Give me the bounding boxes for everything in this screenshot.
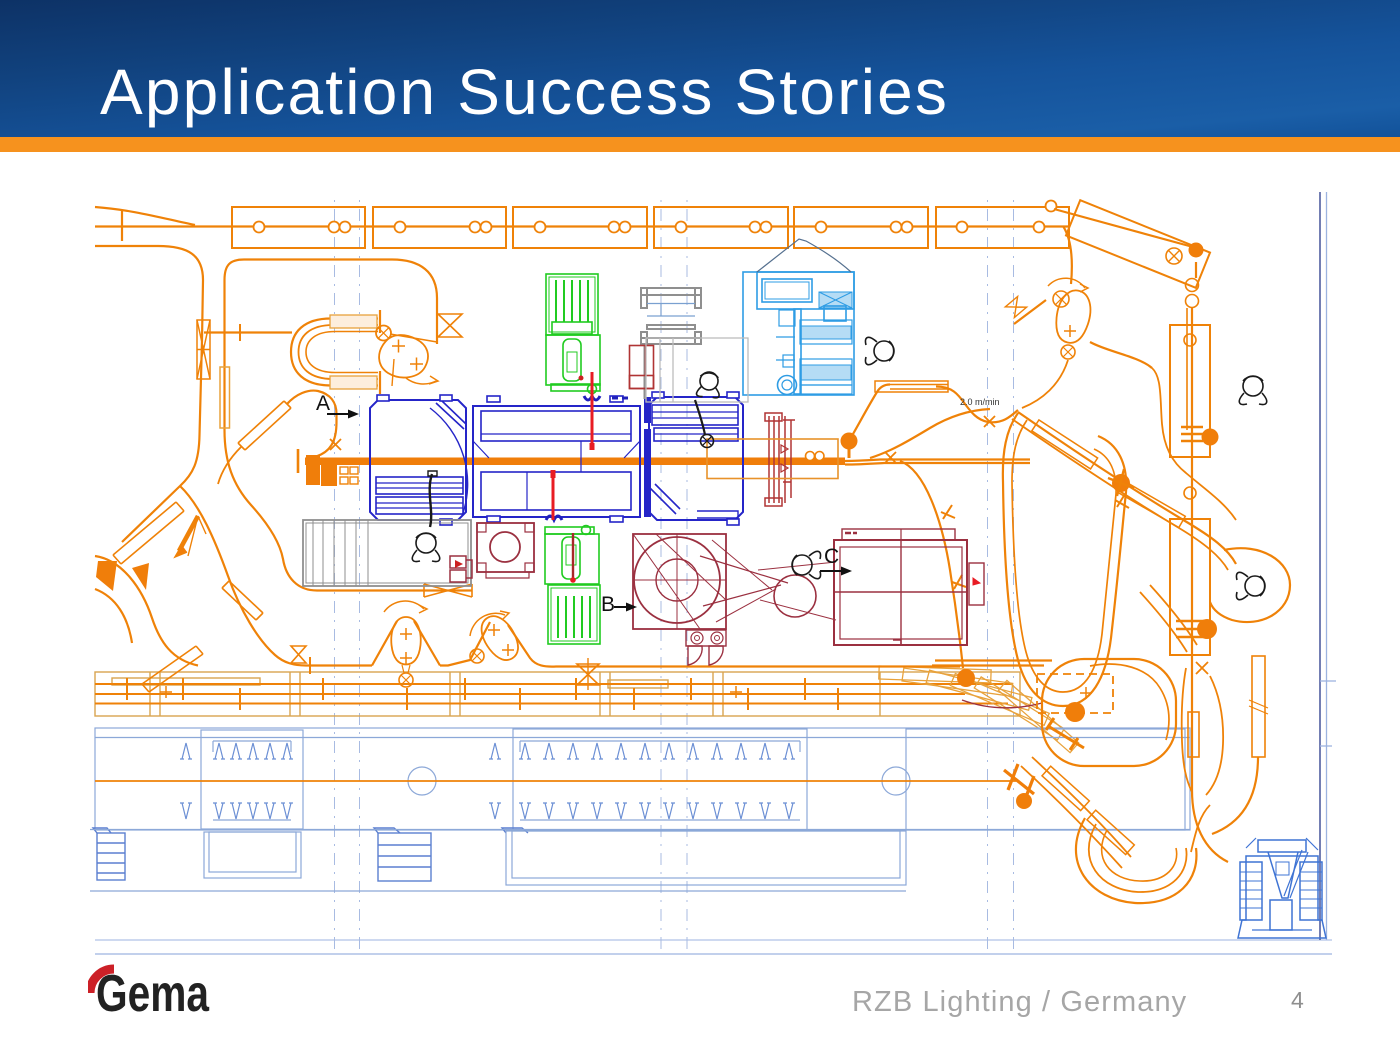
svg-text:B: B: [601, 593, 615, 616]
svg-text:2.0 m/min: 2.0 m/min: [960, 397, 1000, 407]
svg-text:A: A: [316, 392, 330, 415]
svg-text:Gema: Gema: [96, 965, 210, 1022]
svg-text:C: C: [824, 545, 839, 568]
